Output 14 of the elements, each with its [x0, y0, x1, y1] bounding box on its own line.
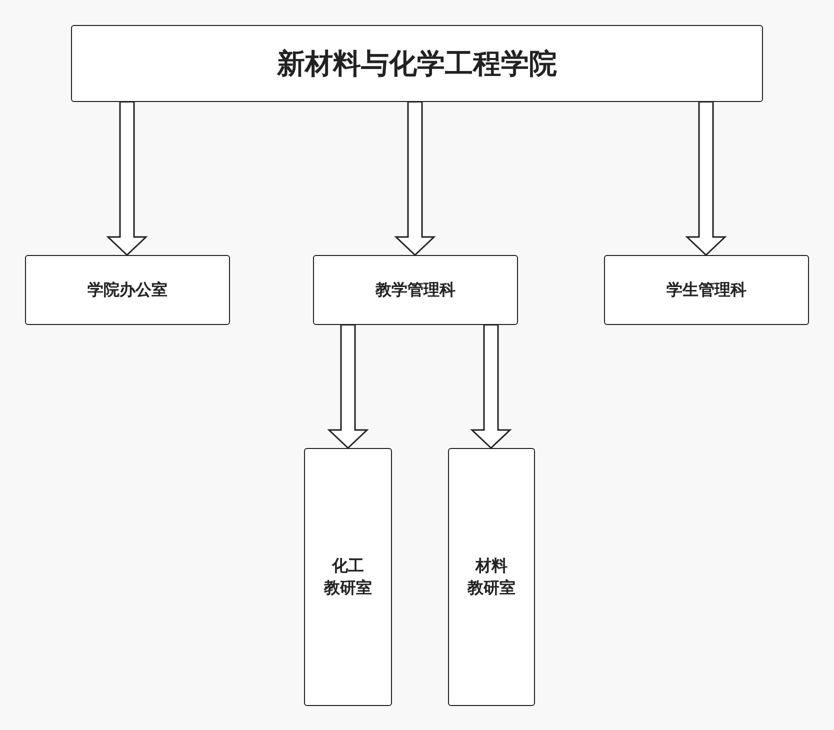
org-box: [448, 448, 535, 706]
unit-name: 学生管理科: [666, 278, 746, 301]
org-box: [304, 448, 392, 706]
org-box: [604, 255, 809, 325]
unit-name: 新材料与化学工程学院: [277, 46, 557, 82]
unit-name: 学院办公室: [88, 278, 168, 301]
unit-name: 材料: [476, 554, 508, 577]
unit-name: 化工: [332, 554, 364, 577]
org-box: [313, 255, 518, 325]
unit-name: 教研室: [324, 577, 372, 599]
org-box: [71, 25, 763, 102]
org-box: [25, 255, 230, 325]
unit-name: 教研室: [468, 577, 516, 599]
unit-name: 教学管理科: [376, 278, 456, 301]
